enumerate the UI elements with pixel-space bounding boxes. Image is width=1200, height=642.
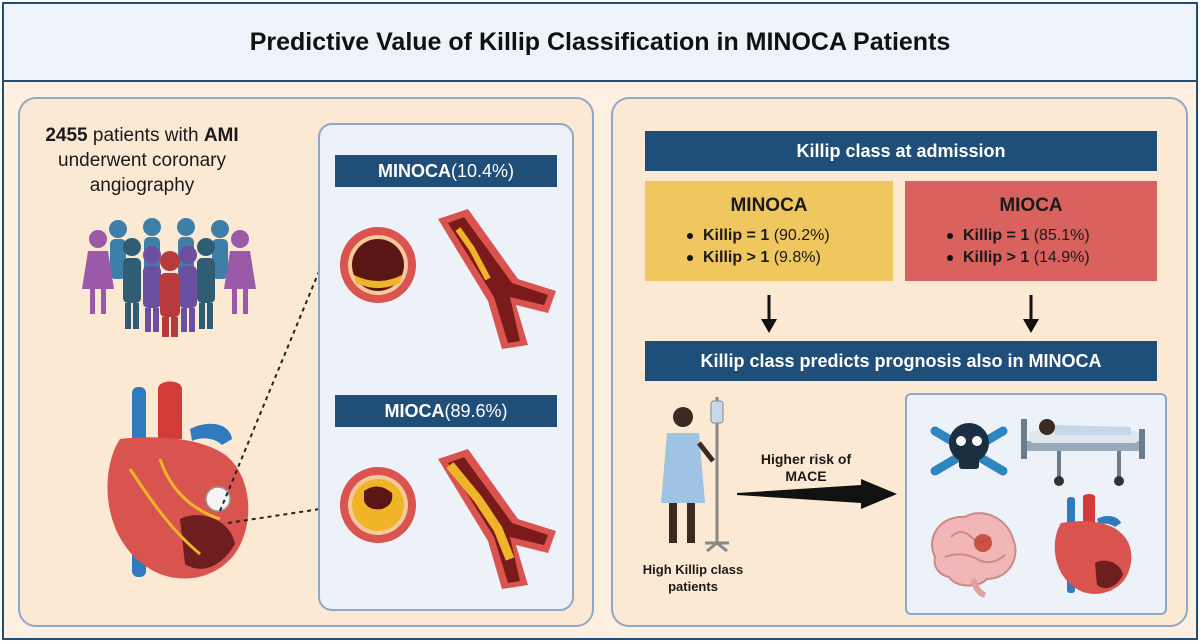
mioca-banner: MIOCA (89.6%): [335, 395, 557, 427]
mace-risk-label: Higher risk of MACE: [760, 451, 852, 484]
zoom-lines: [219, 268, 321, 524]
minoca-banner: MINOCA (10.4%): [335, 155, 557, 187]
mioca-killip-item: Killip > 1 (14.9%): [947, 247, 1157, 269]
mioca-banner-label: MIOCA: [384, 400, 445, 421]
minoca-artery-vessel-icon: [438, 209, 556, 349]
intro-text-2: underwent coronary angiography: [58, 150, 226, 196]
patient-count: 2455: [45, 125, 88, 146]
patient-label: High Killip class patients: [642, 562, 744, 594]
figure-title: Predictive Value of Killip Classificatio…: [249, 27, 951, 56]
minoca-killip-box: MINOCA Killip = 1 (90.2%) Killip > 1 (9.…: [645, 181, 893, 281]
mioca-killip-box: MIOCA Killip = 1 (85.1%) Killip > 1 (14.…: [905, 181, 1157, 281]
minoca-killip-item: Killip > 1 (9.8%): [687, 247, 893, 269]
minoca-banner-label: MINOCA: [377, 160, 451, 181]
patient-iv-icon: [661, 397, 729, 553]
right-panel: Killip class at admission MINOCA Killip …: [611, 97, 1188, 627]
stroke-brain-icon: [930, 512, 1017, 598]
heart-icon: [107, 381, 249, 579]
minoca-banner-pct: (10.4%): [450, 160, 515, 181]
death-icon: [930, 423, 1008, 476]
down-arrow-icon: [1023, 295, 1039, 333]
prognosis-banner: Killip class predicts prognosis also in …: [645, 341, 1157, 381]
mace-outcomes-box: [905, 393, 1167, 615]
patient-crowd-icon: [82, 218, 256, 337]
artery-inner-panel: MINOCA (10.4%) MIOCA (89.6%): [318, 123, 574, 611]
mioca-artery-vessel-icon: [438, 449, 556, 589]
mioca-artery-cross-section-icon: [340, 467, 416, 543]
prognosis-label: Killip class predicts prognosis also in …: [700, 350, 1102, 371]
intro-text: 2455 patients with AMI underwent coronar…: [42, 123, 242, 198]
killip-admission-banner: Killip class at admission: [645, 131, 1157, 171]
minoca-killip-item: Killip = 1 (90.2%): [687, 225, 893, 247]
intro-text-1: patients with: [87, 125, 204, 146]
minoca-killip-title: MINOCA: [730, 195, 808, 216]
killip-admission-label: Killip class at admission: [796, 140, 1006, 161]
heart-failure-icon: [1054, 494, 1132, 594]
left-panel: 2455 patients with AMI underwent coronar…: [18, 97, 594, 627]
title-bar: Predictive Value of Killip Classificatio…: [4, 4, 1196, 82]
minoca-artery-cross-section-icon: [340, 227, 416, 303]
mioca-killip-item: Killip = 1 (85.1%): [947, 225, 1157, 247]
down-arrow-icon: [761, 295, 777, 333]
ami-label: AMI: [203, 125, 239, 146]
mace-risk-arrow-icon: [737, 479, 897, 509]
hospital-bed-icon: [1021, 419, 1145, 486]
mioca-killip-title: MIOCA: [999, 195, 1063, 216]
mioca-banner-pct: (89.6%): [444, 400, 508, 421]
